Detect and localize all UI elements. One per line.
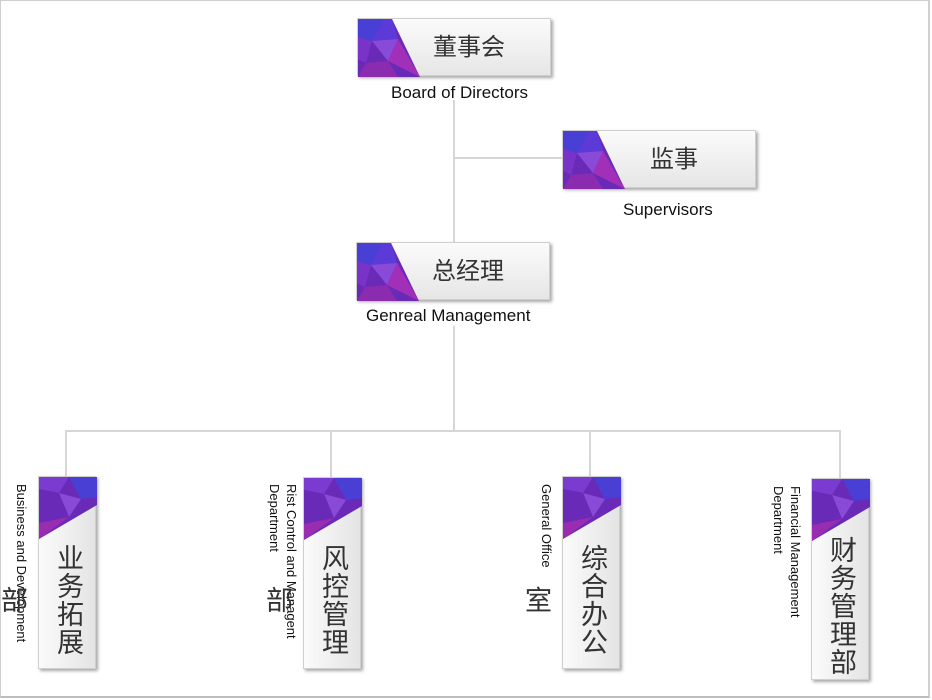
dept-4-title-zh: 财务管理部: [825, 536, 856, 676]
dept-4-node: 财务管理部: [811, 478, 870, 680]
connector-bus: [65, 430, 841, 432]
dept-2-caption: Rist Control and Managent Department: [267, 484, 299, 639]
dept-2-title-zh: 风控管理部: [261, 544, 348, 656]
gem-decoration-icon: [563, 477, 621, 539]
connector-dept-2: [330, 430, 332, 478]
gem-decoration-icon: [39, 477, 97, 539]
gm-caption: Genreal Management: [366, 306, 531, 325]
gem-decoration-icon: [563, 131, 625, 189]
dept-1-caption: Business and Development: [14, 484, 29, 643]
board-node: 董事会: [357, 18, 551, 77]
board-title-zh: 董事会: [433, 33, 505, 61]
connector-supervisors: [453, 157, 563, 159]
connector-dept-1: [65, 430, 67, 477]
dept-1-title-zh: 业务拓展部: [0, 543, 83, 656]
dept-2-node: 风控管理部: [261, 477, 362, 669]
dept-3-node: 综合办公室: [520, 476, 621, 669]
gem-decoration-icon: [304, 478, 362, 540]
supervisors-caption: Supervisors: [623, 200, 713, 219]
connector-dept-4: [839, 430, 841, 478]
gem-decoration-icon: [812, 479, 870, 541]
supervisors-node: 监事: [562, 130, 756, 189]
gem-decoration-icon: [358, 19, 420, 77]
dept-3-title-zh: 综合办公室: [520, 543, 607, 656]
gem-decoration-icon: [357, 243, 419, 301]
connector-dept-3: [589, 430, 591, 477]
supervisors-title-zh: 监事: [650, 145, 698, 173]
gm-node: 总经理: [356, 242, 550, 301]
connector-board-gm: [453, 100, 455, 242]
board-caption: Board of Directors: [391, 83, 528, 102]
dept-1-node: 业务拓展部: [0, 476, 97, 669]
dept-3-caption: General Office: [539, 484, 554, 568]
dept-4-caption: Financial Management Department: [771, 486, 803, 618]
connector-gm-trunk: [453, 326, 455, 431]
gm-title-zh: 总经理: [432, 257, 504, 285]
